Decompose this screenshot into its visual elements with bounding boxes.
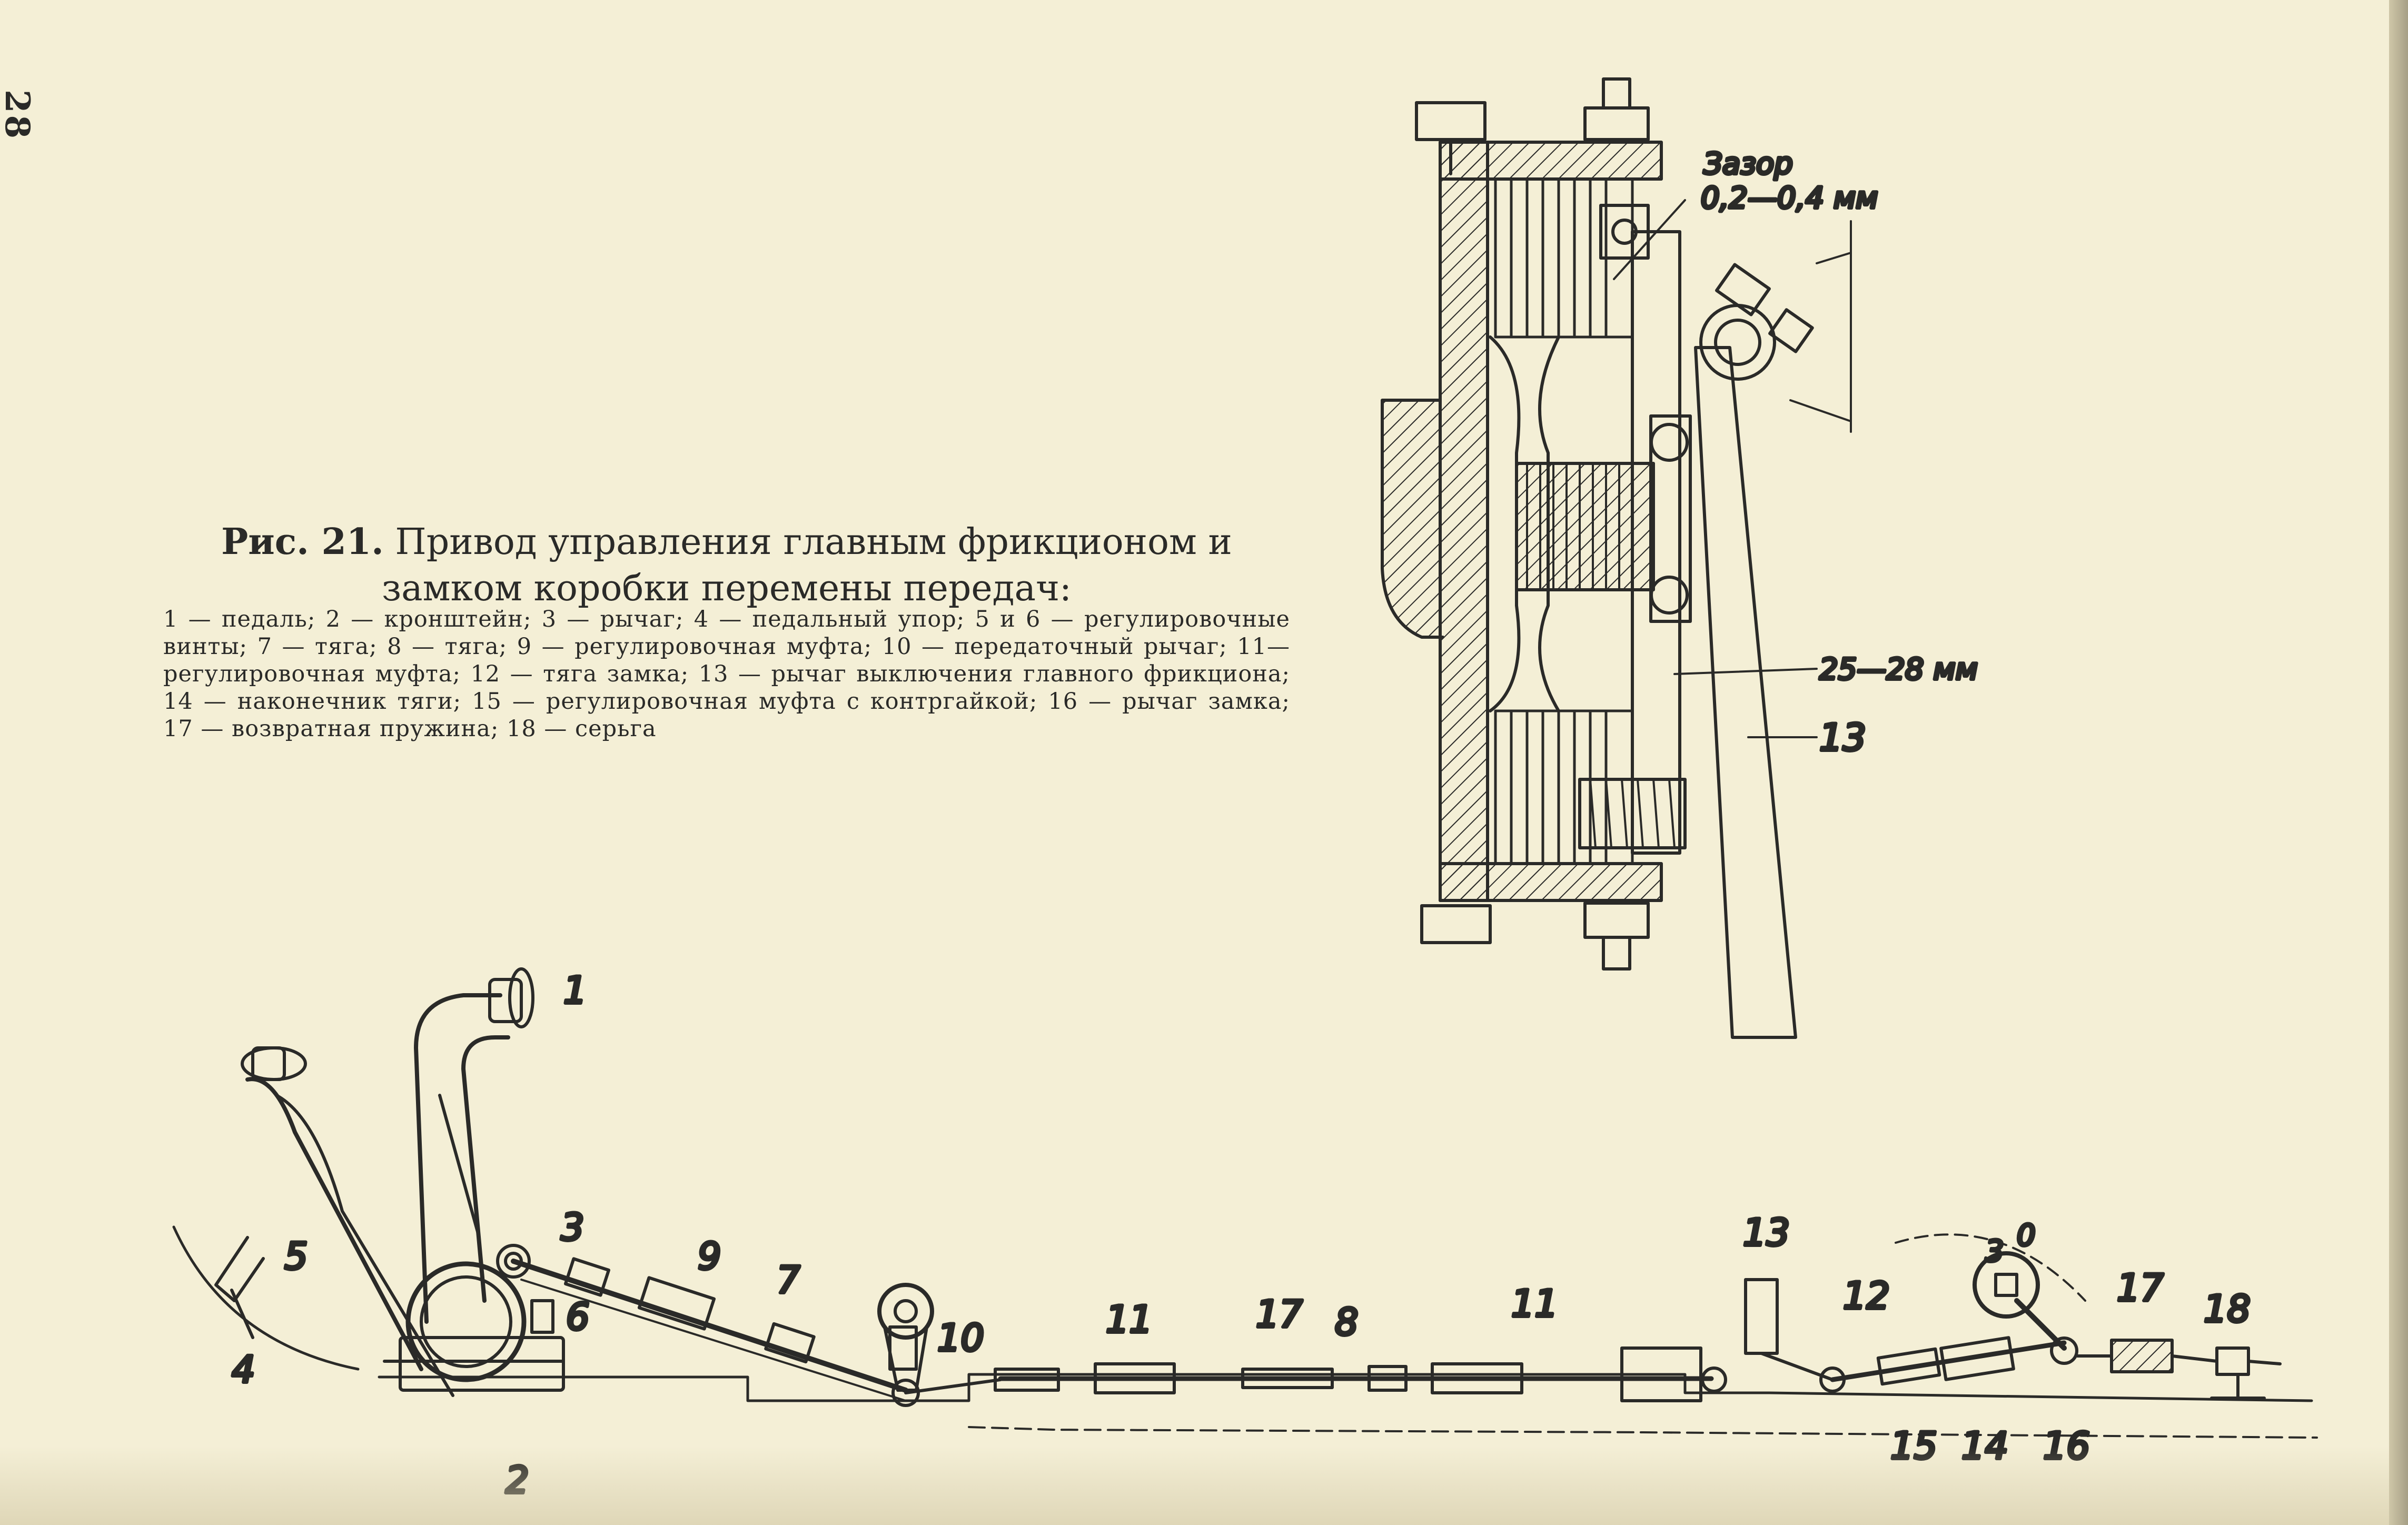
coupling-11-left	[1094, 1362, 1176, 1394]
bearing-top	[1650, 423, 1689, 462]
flywheel-wall	[1439, 141, 1489, 902]
drum-bottom	[1439, 862, 1663, 902]
page-shadow	[0, 1446, 2389, 1525]
figure-caption: Рис. 21. Привод управления главным фрикц…	[163, 519, 1290, 612]
coupling-15	[1876, 1347, 1941, 1386]
label-18: 18	[2204, 1288, 2251, 1331]
adjusting-coupling-9	[637, 1276, 716, 1331]
rod-tip-14	[1939, 1336, 2015, 1381]
rod-8	[994, 1346, 1727, 1402]
label-10: 10	[937, 1316, 984, 1360]
lever-label-13: 13	[1819, 716, 1866, 759]
rod-7	[511, 1257, 920, 1407]
figure-legend: 1 — педаль; 2 — кронштейн; 3 — рычаг; 4 …	[163, 606, 1290, 742]
pedal	[414, 967, 534, 1324]
return-spring-17	[2076, 1339, 2218, 1373]
clutch-section	[1381, 77, 1852, 1039]
label-9: 9	[698, 1235, 721, 1278]
dimension-lines	[1613, 199, 1852, 738]
label-17-left: 17	[1256, 1293, 1303, 1336]
stud-bottom-left	[1420, 904, 1492, 944]
stud-top-left	[1415, 101, 1487, 141]
hub-web	[1489, 335, 1521, 712]
link-block	[1599, 204, 1650, 260]
label-13: 13	[1743, 1211, 1790, 1254]
label-4: 4	[232, 1348, 255, 1391]
release-lever-13-bottom	[1744, 1278, 1846, 1393]
lock-rod-12	[1830, 1336, 2067, 1386]
coupling-11-right	[1431, 1362, 1523, 1394]
scale-mark-0: 0	[2017, 1219, 2036, 1253]
label-17-right: 17	[2117, 1266, 2164, 1310]
friction-discs-bottom	[1494, 709, 1634, 865]
pedal-released	[214, 1046, 454, 1397]
figure-title: Привод управления главным фрикционом и з…	[382, 521, 1232, 609]
gear-segment	[1578, 778, 1687, 849]
label-3: 3	[561, 1206, 584, 1249]
drum-top	[1439, 141, 1663, 181]
travel-label: 25—28 мм	[1819, 652, 1978, 687]
bracket	[383, 1244, 565, 1392]
gap-value: 0,2—0,4 мм	[1701, 181, 1878, 215]
gap-label: Зазор	[1703, 147, 1793, 181]
release-lever-13	[1694, 263, 1814, 1039]
page-edge	[2389, 0, 2408, 1525]
shackle-18	[2210, 1346, 2282, 1400]
bearing-bottom	[1650, 576, 1689, 615]
label-12: 12	[1843, 1274, 1890, 1318]
label-11-right: 11	[1511, 1282, 1558, 1325]
linkage-drawing	[172, 967, 2318, 1439]
figure-number: Рис. 21.	[221, 521, 384, 563]
transfer-lever-10	[877, 1283, 1002, 1394]
label-6: 6	[566, 1295, 590, 1339]
label-1: 1	[563, 969, 587, 1012]
lock-lever-16	[1895, 1233, 2086, 1365]
stud-top-right	[1583, 106, 1650, 141]
housing-left	[1381, 399, 1444, 639]
label-7: 7	[777, 1259, 800, 1302]
scale-mark-3: 3	[1985, 1234, 2004, 1269]
label-11-left: 11	[1106, 1298, 1153, 1341]
label-8: 8	[1335, 1301, 1359, 1344]
label-5: 5	[284, 1235, 308, 1278]
stud-bottom-right	[1583, 902, 1650, 939]
